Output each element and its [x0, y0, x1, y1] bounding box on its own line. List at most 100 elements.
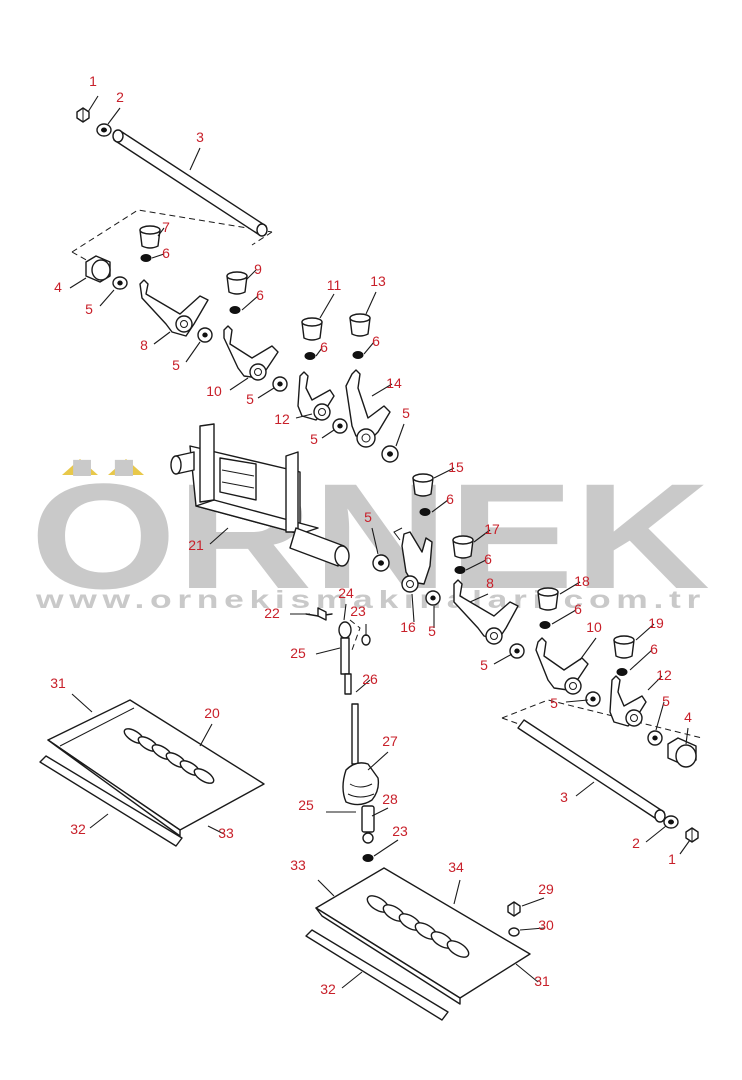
lever-14	[345, 369, 391, 448]
cover-plate-left	[47, 699, 265, 837]
callout-leader-c14	[371, 383, 393, 397]
bolt-bottom	[685, 827, 699, 843]
callout-leader-c27	[367, 751, 389, 771]
callout-leader-c6d	[363, 341, 375, 355]
callout-label-c25a: 25	[290, 645, 306, 661]
washer-5h	[509, 643, 525, 659]
callout-label-c6f: 6	[484, 551, 492, 567]
callout-label-c7: 7	[162, 219, 170, 235]
callout-label-c6c: 6	[320, 339, 328, 355]
bushing-top	[85, 255, 111, 283]
callout-label-c5i: 5	[550, 695, 558, 711]
callout-leader-c6a	[151, 253, 165, 259]
callout-label-c5a: 5	[85, 301, 93, 317]
washer-5b	[197, 327, 213, 343]
callout-leader-c5d	[321, 429, 335, 439]
callout-label-c5f: 5	[364, 509, 372, 525]
callout-leader-c6c	[315, 347, 323, 357]
callout-label-c2b: 2	[632, 835, 640, 851]
washer-5c	[272, 376, 288, 392]
callout-label-c24: 24	[338, 585, 354, 601]
callout-leader-c6e	[431, 499, 449, 513]
callout-leader-c29	[521, 897, 545, 907]
bushing-bottom	[667, 737, 697, 768]
callout-label-c29: 29	[538, 881, 554, 897]
callout-label-c19: 19	[648, 615, 664, 631]
lever-16	[393, 527, 433, 593]
callout-leader-c9	[245, 269, 257, 281]
callout-leader-c34	[453, 879, 461, 905]
callout-leader-c1a	[87, 95, 99, 113]
callout-label-c11: 11	[327, 277, 342, 293]
callout-label-c33b: 33	[290, 857, 306, 873]
shaft-bottom	[517, 719, 666, 823]
callout-label-c5g: 5	[428, 623, 436, 639]
callout-leader-c4a	[69, 277, 87, 289]
lever-10a	[223, 325, 279, 381]
callout-leader-c3a	[189, 147, 201, 171]
callout-leader-c5f	[371, 527, 379, 555]
callout-leader-c12a	[295, 413, 313, 419]
watermark-brand: ÖRNEK	[30, 452, 710, 620]
plate-slot	[446, 940, 470, 958]
group-outline	[71, 209, 703, 739]
screw-29	[507, 901, 521, 917]
callout-leader-c12b	[647, 675, 663, 691]
callout-leader-c26	[355, 679, 371, 693]
caps	[139, 225, 635, 659]
callout-label-c17: 17	[484, 521, 500, 537]
washer-30	[508, 927, 520, 937]
washer-5e	[381, 445, 399, 463]
callout-leader-c25a	[315, 647, 341, 655]
callout-label-c23a: 23	[350, 603, 366, 619]
callout-label-c28: 28	[382, 791, 398, 807]
callout-label-c5b: 5	[172, 357, 180, 373]
callout-label-c9: 9	[254, 261, 262, 277]
callout-leader-c10a	[229, 377, 249, 391]
callout-label-c18: 18	[574, 573, 590, 589]
watermark-url: www.ornekismakinalari.com.tr	[35, 586, 706, 614]
callout-leader-c33b	[317, 879, 335, 897]
callout-leader-c6h	[629, 649, 653, 671]
callout-label-c32b: 32	[320, 981, 336, 997]
callout-label-c4b: 4	[684, 709, 692, 725]
callout-label-c27: 27	[382, 733, 398, 749]
callout-leader-c15	[433, 467, 455, 479]
callout-label-c21: 21	[188, 537, 204, 553]
callout-label-c6a: 6	[162, 245, 170, 261]
callout-label-c5c: 5	[246, 391, 254, 407]
callout-label-c6e: 6	[446, 491, 454, 507]
callout-leader-c10b	[579, 637, 597, 661]
callout-leader-c2b	[645, 825, 667, 843]
callout-leader-c18	[559, 581, 581, 595]
callout-leader-c11	[319, 293, 335, 319]
callout-label-c3b: 3	[560, 789, 568, 805]
callout-leader-c31a	[71, 693, 93, 713]
callout-label-c1b: 1	[668, 851, 676, 867]
gear-lever	[305, 607, 380, 862]
callout-label-c26: 26	[362, 671, 378, 687]
callout-label-c16: 16	[400, 619, 416, 635]
callout-leader-c6b	[241, 295, 259, 311]
lever-8b	[453, 579, 519, 645]
callout-leader-c1b	[679, 839, 691, 855]
callout-leader-c5a	[99, 289, 115, 307]
callout-leader-c6g	[551, 609, 577, 625]
callout-leader-c32a	[89, 813, 109, 829]
callout-label-c5h: 5	[480, 657, 488, 673]
callout-label-c3a: 3	[196, 129, 204, 145]
callout-leader-c33a	[207, 825, 225, 835]
callout-leader-c7	[157, 227, 165, 237]
callout-label-c31a: 31	[50, 675, 66, 691]
callout-label-c6h: 6	[650, 641, 658, 657]
callout-label-c5d: 5	[310, 431, 318, 447]
callout-label-c12b: 12	[656, 667, 672, 683]
callout-label-c6g: 6	[574, 601, 582, 617]
callout-leader-c2a	[107, 107, 121, 125]
lever-10b	[535, 637, 589, 695]
washer-bottom	[663, 815, 679, 829]
callout-label-c31b: 31	[534, 973, 550, 989]
lever-8a	[139, 279, 209, 337]
washer-5j	[647, 730, 663, 746]
callout-leader-c30	[519, 927, 545, 931]
